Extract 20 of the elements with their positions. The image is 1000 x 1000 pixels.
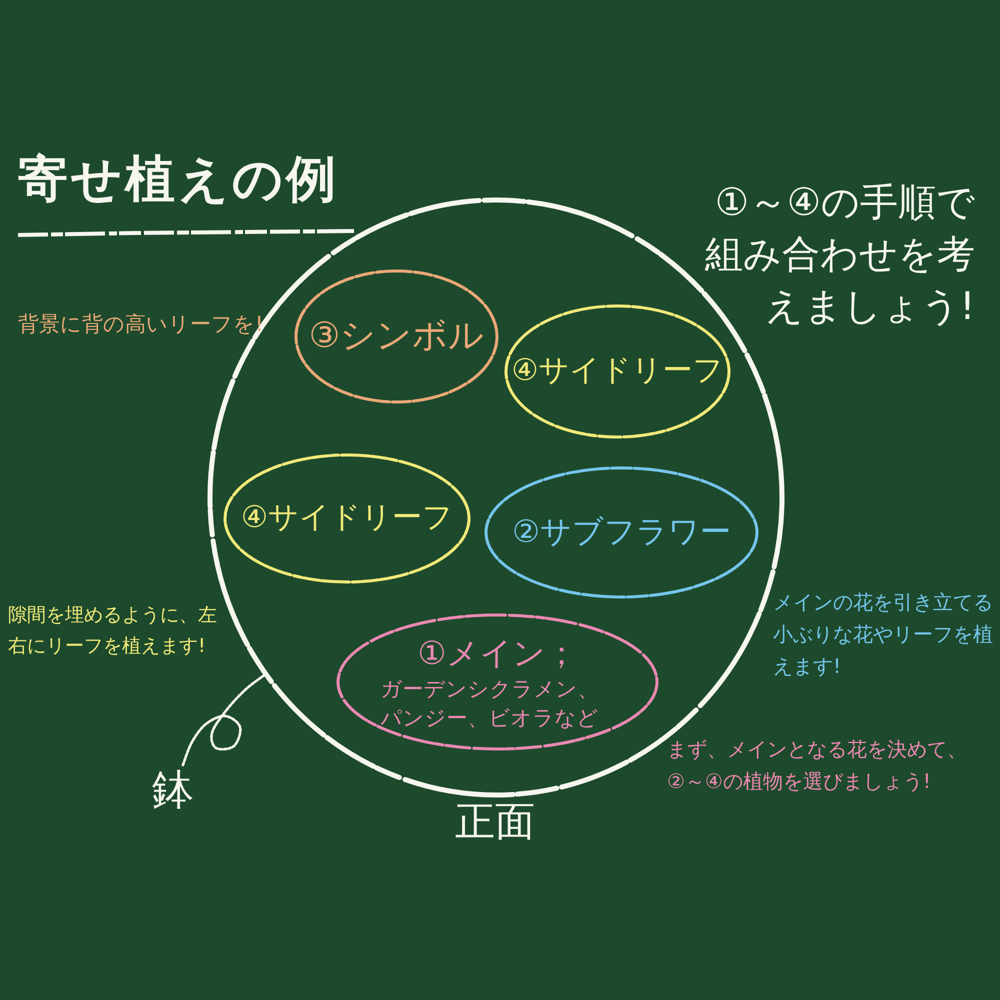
chalk-oval (503, 303, 732, 440)
note-text: 隙間を埋めるように、左右にリーフを植えます! (8, 603, 218, 659)
note-text: 背景に背の高いリーフを! (18, 311, 264, 338)
instruction-text: ①～④の手順で組み合わせを考えましょう! (704, 179, 975, 330)
oval-label: ③シンボル (308, 314, 484, 358)
chalk-oval (293, 268, 500, 405)
oval-label: ①メイン； (418, 633, 578, 674)
chalk-oval (483, 465, 760, 600)
oval-label: ④サイドリーフ (241, 499, 453, 538)
plant-names: ガーデンシクラメン、パンジー、ビオラなど (380, 676, 600, 732)
pot-label: 鉢 (143, 765, 203, 815)
note-text: メインの花を引き立てる小ぶりな花やリーフを植えます! (773, 589, 994, 680)
front-label: 正面 (455, 798, 535, 846)
chalk-oval (222, 452, 472, 585)
oval-label: ②サブフラワー (512, 512, 731, 552)
title: 寄せ植えの例 (18, 149, 339, 210)
leader-line (182, 672, 268, 766)
note-text: まず、メインとなる花を決めて、②～④の植物を選びましょう! (667, 736, 968, 795)
oval-label: ④サイドリーフ (512, 352, 724, 390)
chalk-oval (335, 612, 660, 752)
